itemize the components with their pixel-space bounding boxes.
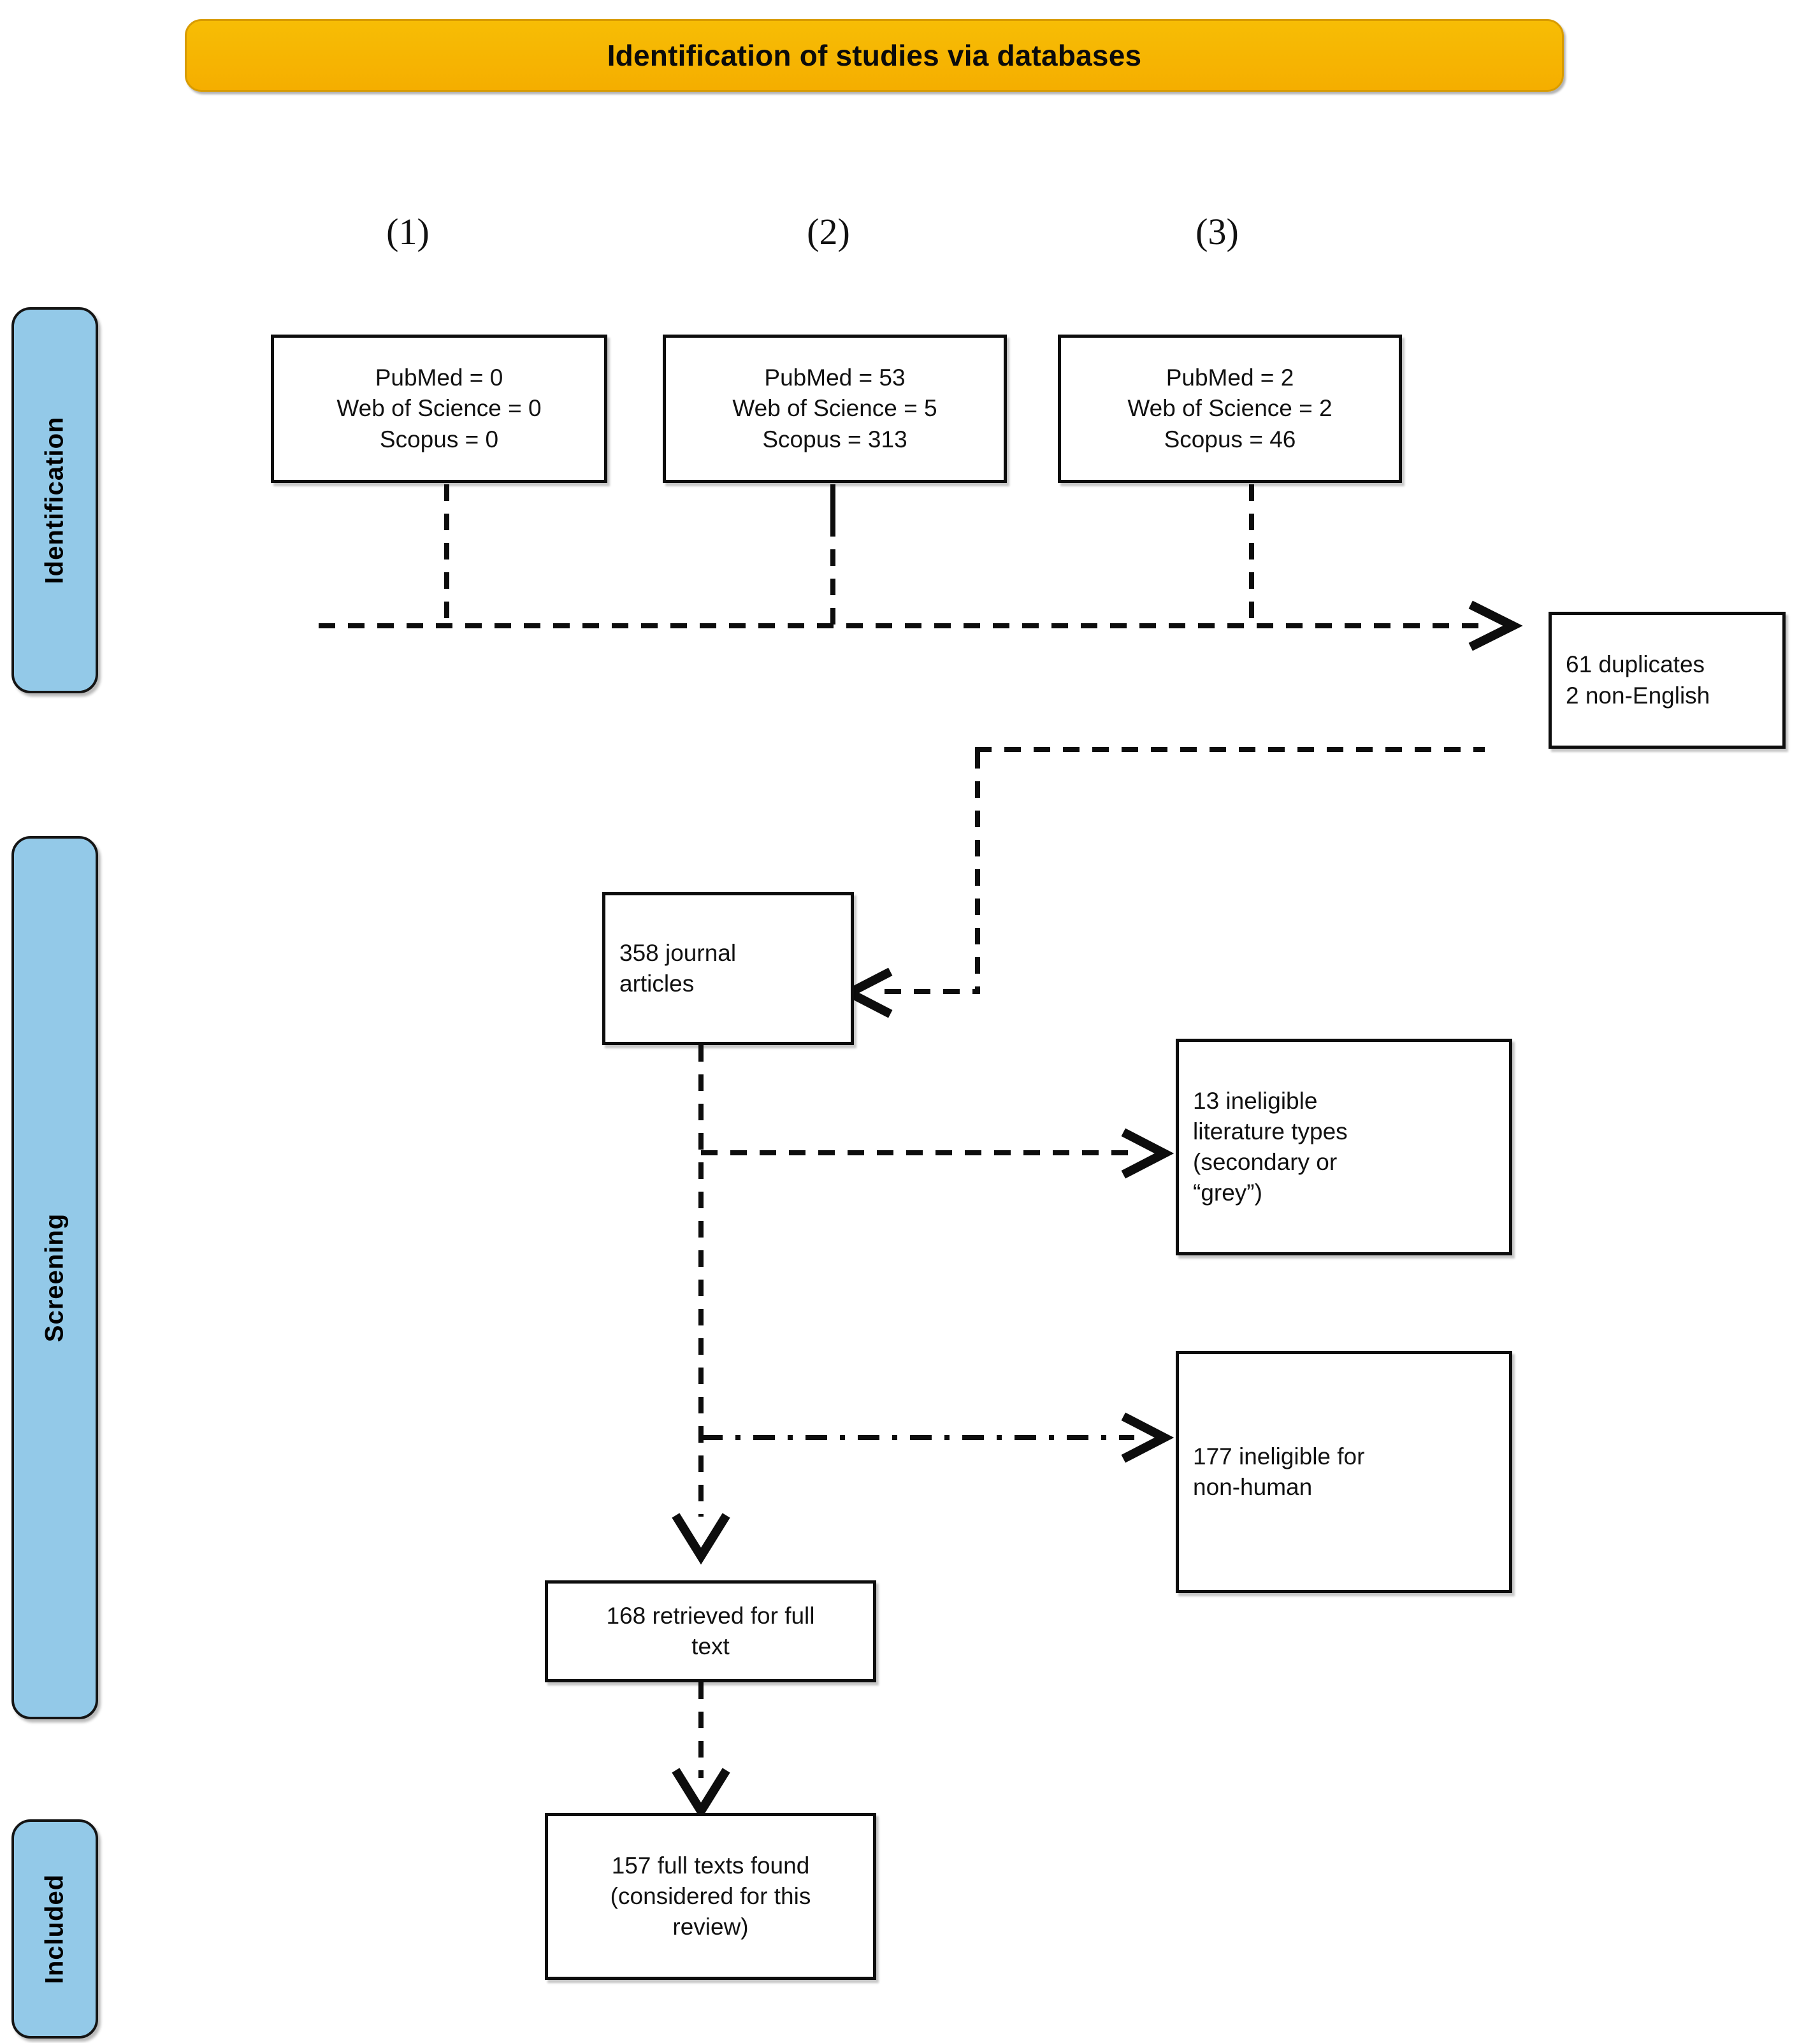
source-box-3-text: PubMed = 2 Web of Science = 2 Scopus = 4… — [1127, 365, 1332, 452]
group-number-1: (1) — [386, 211, 430, 252]
journal-articles-box: 358 journal articles — [602, 892, 854, 1045]
connector-source2-drop — [830, 520, 835, 626]
source-box-2: PubMed = 53 Web of Science = 5 Scopus = … — [663, 335, 1007, 483]
connector-to-excluded-literature — [701, 1150, 1134, 1155]
source-box-2-text: PubMed = 53 Web of Science = 5 Scopus = … — [732, 365, 937, 452]
source-box-3: PubMed = 2 Web of Science = 2 Scopus = 4… — [1058, 335, 1402, 483]
retrieved-full-text-text: 168 retrieved for full text — [606, 1602, 815, 1659]
stage-label-screening: Screening — [11, 836, 98, 1719]
excluded-literature-types-text: 13 ineligible literature types (secondar… — [1193, 1087, 1348, 1206]
connector-main-spine — [698, 1045, 704, 1517]
connector-return-horizontal-top — [975, 747, 1485, 752]
group-number-2: (2) — [807, 211, 850, 252]
group-number-3: (3) — [1195, 211, 1239, 252]
connector-source3-drop — [1249, 484, 1254, 626]
stage-label-included-text: Included — [40, 1873, 69, 1984]
excluded-duplicates-text: 61 duplicates 2 non-English — [1566, 651, 1710, 709]
source-box-1-text: PubMed = 0 Web of Science = 0 Scopus = 0 — [336, 365, 542, 452]
connector-return-horizontal-bottom — [885, 989, 979, 994]
excluded-duplicates-box: 61 duplicates 2 non-English — [1549, 612, 1786, 749]
arrowhead-to-excluded-non-human — [1118, 1412, 1174, 1463]
included-full-texts-text: 157 full texts found (considered for thi… — [610, 1852, 811, 1940]
stage-label-identification: Identification — [11, 307, 98, 693]
arrowhead-to-excluded-literature — [1118, 1128, 1174, 1179]
stage-label-included: Included — [11, 1819, 98, 2039]
included-full-texts-box: 157 full texts found (considered for thi… — [545, 1813, 876, 1980]
diagram-title-banner: Identification of studies via databases — [185, 19, 1564, 92]
source-box-1: PubMed = 0 Web of Science = 0 Scopus = 0 — [271, 335, 607, 483]
arrowhead-to-retrieved-full-text — [672, 1510, 730, 1565]
connector-source1-drop — [444, 484, 449, 626]
arrowhead-to-included-full-texts — [672, 1765, 730, 1820]
excluded-non-human-text: 177 ineligible for non-human — [1193, 1443, 1365, 1500]
stage-label-screening-text: Screening — [40, 1213, 69, 1343]
connector-return-vertical — [975, 752, 980, 994]
connector-source2-drop-solid — [830, 484, 835, 523]
connector-retrieved-to-included — [698, 1682, 704, 1778]
retrieved-full-text-box: 168 retrieved for full text — [545, 1580, 876, 1682]
journal-articles-text: 358 journal articles — [619, 939, 737, 997]
arrowhead-to-duplicates — [1466, 600, 1523, 651]
excluded-non-human-box: 177 ineligible for non-human — [1176, 1351, 1512, 1593]
diagram-title: Identification of studies via databases — [607, 39, 1142, 72]
excluded-literature-types-box: 13 ineligible literature types (secondar… — [1176, 1039, 1512, 1255]
connector-to-excluded-non-human — [701, 1435, 1134, 1440]
stage-label-identification-text: Identification — [40, 416, 69, 584]
connector-identification-collector — [319, 623, 1478, 628]
